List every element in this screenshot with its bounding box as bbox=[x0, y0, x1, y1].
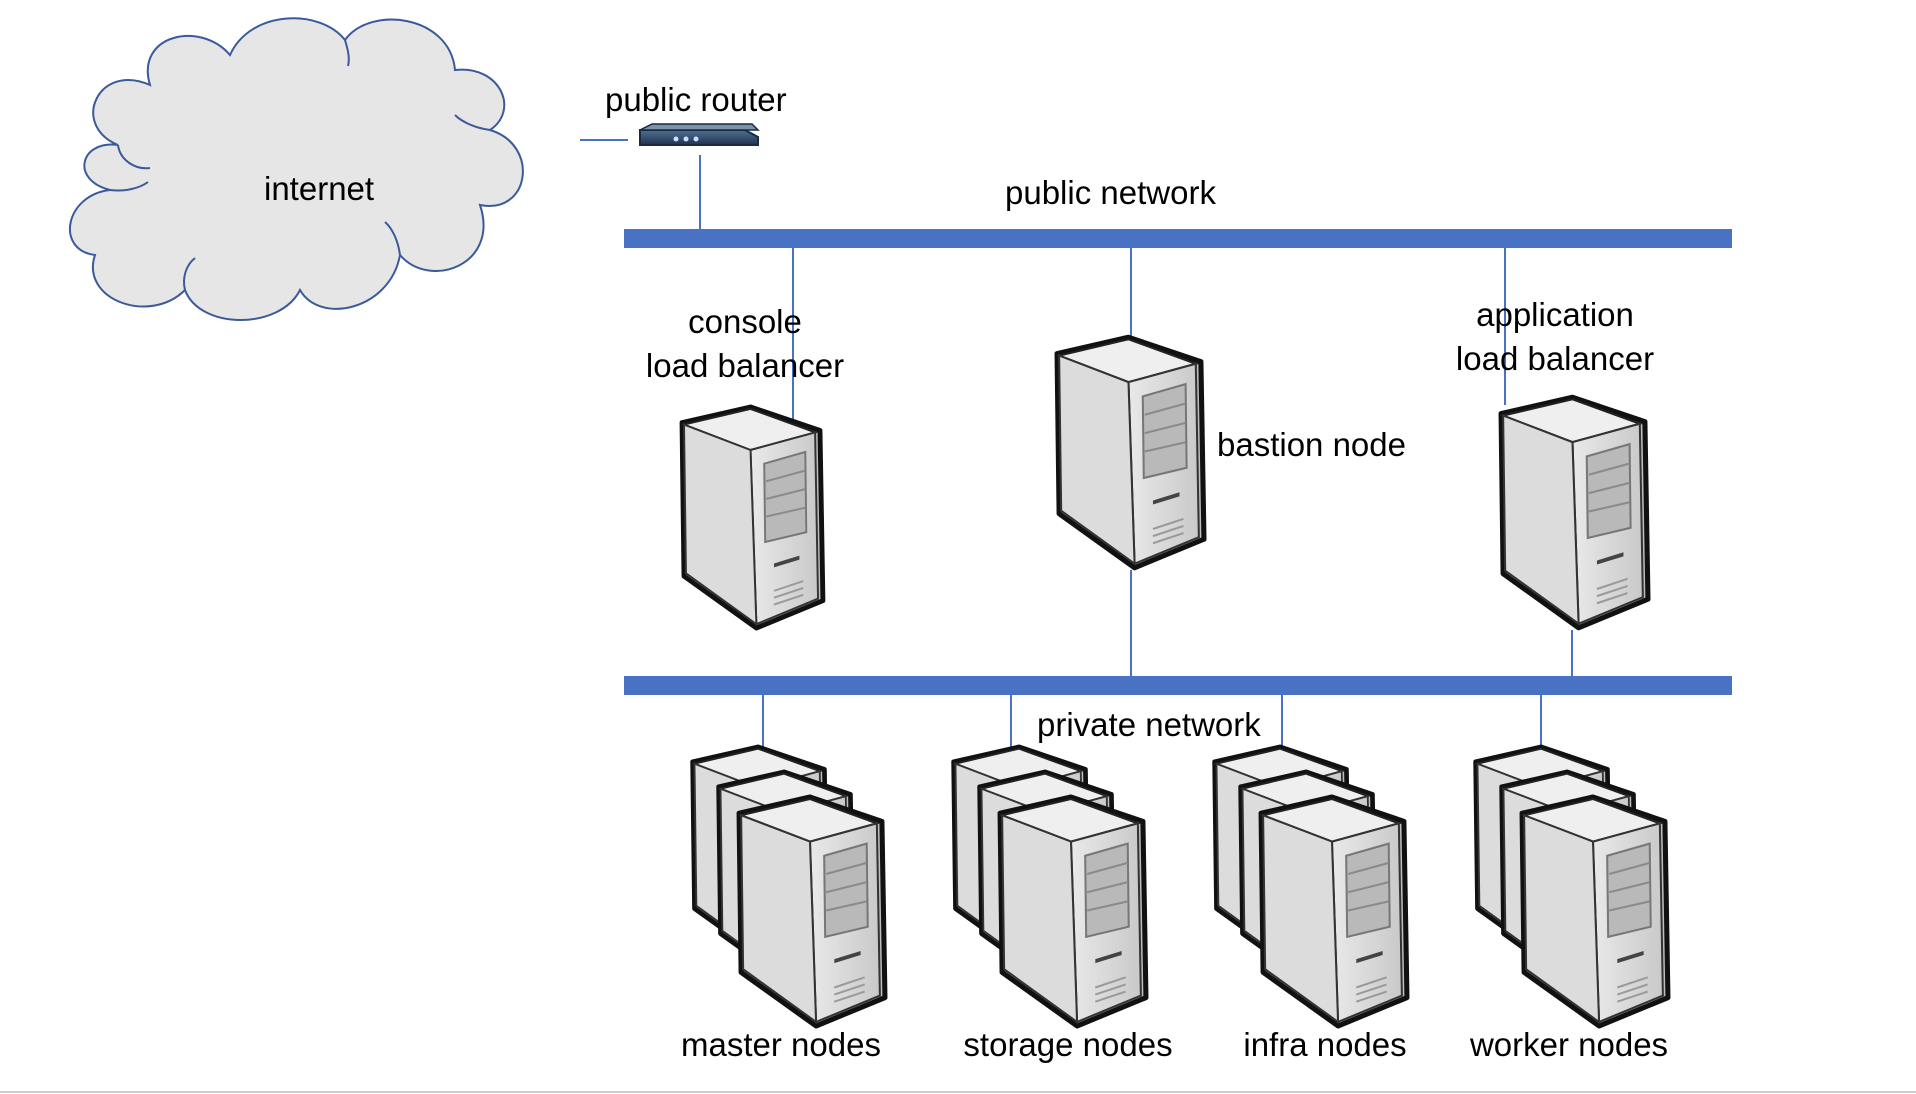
infra-cluster-icon bbox=[1215, 747, 1407, 1026]
bastion-server-icon bbox=[1057, 337, 1204, 568]
storage-cluster-icon bbox=[954, 747, 1146, 1026]
cloud-icon bbox=[68, 17, 524, 321]
router-icon bbox=[639, 123, 760, 146]
app-lb-label: application load balancer bbox=[1455, 296, 1655, 377]
private-network-bus bbox=[624, 676, 1732, 695]
storage-nodes-label: storage nodes bbox=[963, 1026, 1173, 1063]
console-lb-server-icon bbox=[682, 407, 823, 628]
private-network-label: private network bbox=[1037, 706, 1261, 743]
public-router-label: public router bbox=[605, 81, 787, 118]
infra-nodes-label: infra nodes bbox=[1243, 1026, 1407, 1063]
master-nodes-label: master nodes bbox=[681, 1026, 881, 1063]
worker-cluster-icon bbox=[1476, 747, 1668, 1026]
master-cluster-icon bbox=[693, 747, 885, 1026]
internet-label: internet bbox=[264, 170, 375, 207]
console-lb-label: console load balancer bbox=[645, 303, 845, 384]
public-network-label: public network bbox=[1005, 174, 1216, 211]
bastion-label: bastion node bbox=[1217, 426, 1406, 463]
public-network-bus bbox=[624, 229, 1732, 248]
worker-nodes-label: worker nodes bbox=[1469, 1026, 1669, 1063]
app-lb-server-icon bbox=[1501, 397, 1648, 628]
